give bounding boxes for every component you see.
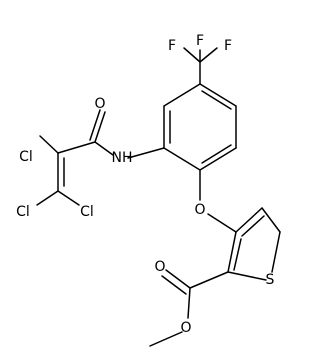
atom-f2: F — [196, 33, 204, 49]
bond-thio-c5-s — [271, 231, 281, 273]
bond-cbeta-cl3 — [57, 190, 80, 206]
molecule-canvas: F F F O NH Cl Cl Cl O S O O — [16, 33, 281, 347]
bond-cbeta-cl2 — [36, 190, 59, 206]
bond-thio-c2-c3-b — [233, 238, 242, 271]
structure-diagram: F F F O NH Cl Cl Cl O S O O — [16, 33, 281, 347]
bond-benz-6 — [163, 83, 201, 107]
bond-n-c — [94, 141, 114, 156]
atom-o-carbonyl-ester: O — [154, 259, 165, 275]
bond-benz-4 — [163, 147, 201, 171]
bond-calpha-cl1 — [39, 135, 59, 154]
atom-nh: NH — [112, 150, 133, 166]
bond-c-f1 — [183, 47, 201, 63]
atom-f3: F — [224, 38, 232, 54]
bond-thio-c2-c3-a — [227, 231, 237, 273]
bond-cester-o-a — [165, 269, 191, 289]
bond-thio-c3-c4-b — [241, 215, 265, 237]
atom-o-carbonyl-amide: O — [94, 96, 105, 112]
atom-cl3: Cl — [80, 204, 94, 220]
atom-cl1: Cl — [19, 149, 33, 165]
bond-c-o-amide-a — [94, 111, 106, 143]
bond-c2-cester — [189, 271, 229, 289]
atom-f1: F — [168, 38, 176, 54]
bond-ring-n — [127, 147, 165, 159]
bond-o-thiophene — [207, 213, 237, 233]
bond-oester-ch3 — [149, 331, 183, 347]
atom-o-ester: O — [180, 320, 191, 336]
bond-c-o-amide-b — [89, 109, 101, 141]
bond-benz-3 — [199, 147, 237, 171]
bond-thio-c4-c5 — [261, 207, 281, 233]
bond-cester-o-b — [161, 275, 187, 295]
bond-cester-oester — [187, 287, 191, 319]
bond-benz-1-inner — [201, 90, 232, 110]
bond-benz-1 — [199, 83, 237, 107]
atom-o-ether: O — [194, 202, 205, 218]
bond-c-calpha — [57, 141, 96, 154]
atom-cl2: Cl — [16, 204, 30, 220]
bond-benz-3-inner — [201, 144, 232, 164]
atom-s-thiophene: S — [266, 272, 275, 288]
bond-c-f3 — [199, 47, 218, 63]
bond-thio-s-c2 — [227, 271, 267, 281]
bond-thio-c3-c4-a — [235, 207, 263, 233]
